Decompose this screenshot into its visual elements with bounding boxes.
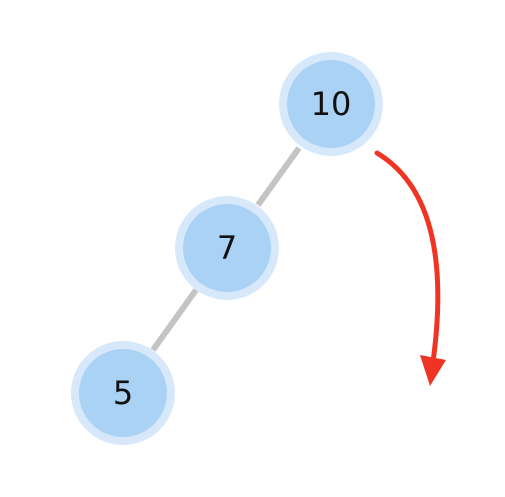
edge-7-5 (150, 288, 199, 352)
rotation-arrow-shaft (374, 150, 441, 365)
node-label-5: 5 (113, 374, 133, 412)
node-circle (79, 349, 167, 437)
tree-node-5: 5 (71, 341, 175, 445)
clockwise-rotation-arrow-icon (374, 150, 446, 386)
rotation-arrowhead (420, 355, 446, 386)
node-circle (183, 204, 271, 292)
edge-10-7 (255, 146, 302, 207)
node-circle (287, 60, 375, 148)
tree-node-7: 7 (175, 196, 279, 300)
tree-node-10: 10 (279, 52, 383, 156)
node-label-10: 10 (311, 85, 352, 123)
node-label-7: 7 (217, 229, 237, 267)
